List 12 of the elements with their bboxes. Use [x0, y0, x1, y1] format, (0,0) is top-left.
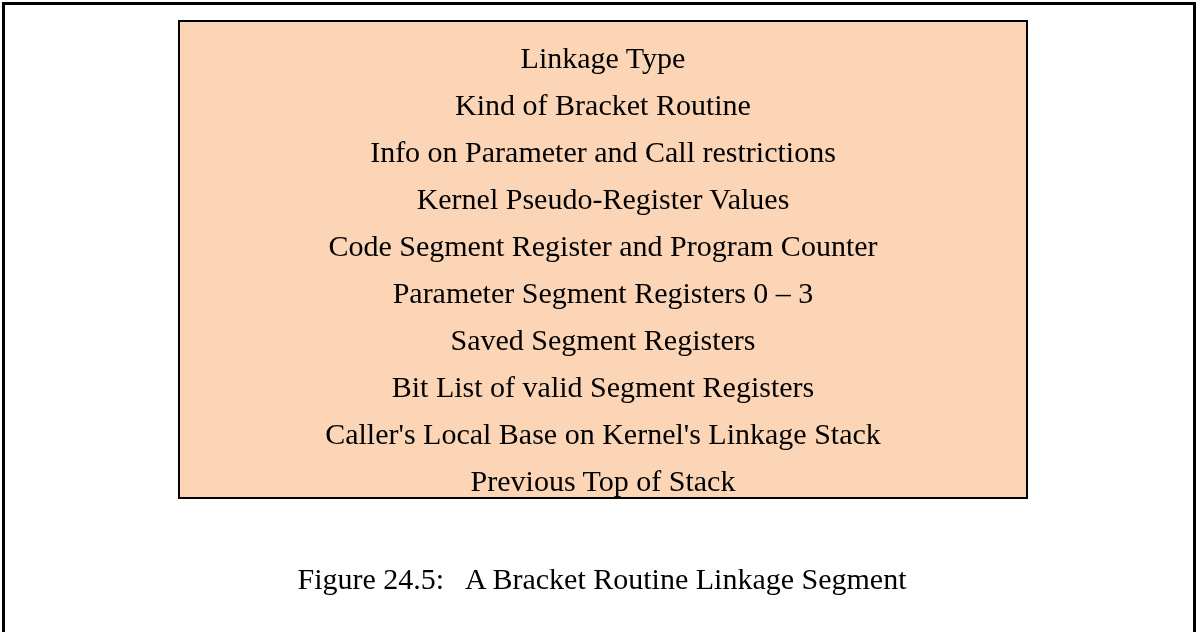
linkage-segment-box — [178, 20, 1028, 499]
field-label: Saved Segment Registers — [450, 322, 756, 358]
field-label: Bit List of valid Segment Registers — [391, 369, 815, 405]
field-label: Code Segment Register and Program Counter — [328, 228, 878, 264]
field-label: Parameter Segment Registers 0 – 3 — [392, 275, 814, 311]
field-label: Caller's Local Base on Kernel's Linkage Stack — [325, 416, 881, 452]
field-label: Linkage Type — [520, 40, 686, 76]
field-label: Info on Parameter and Call restrictions — [370, 134, 836, 170]
field-label: Kernel Pseudo-Register Values — [416, 181, 790, 217]
field-label: Previous Top of Stack — [470, 463, 736, 499]
field-label: Kind of Bracket Routine — [455, 87, 751, 123]
figure-caption: Figure 24.5: A Bracket Routine Linkage Segment — [297, 562, 907, 595]
